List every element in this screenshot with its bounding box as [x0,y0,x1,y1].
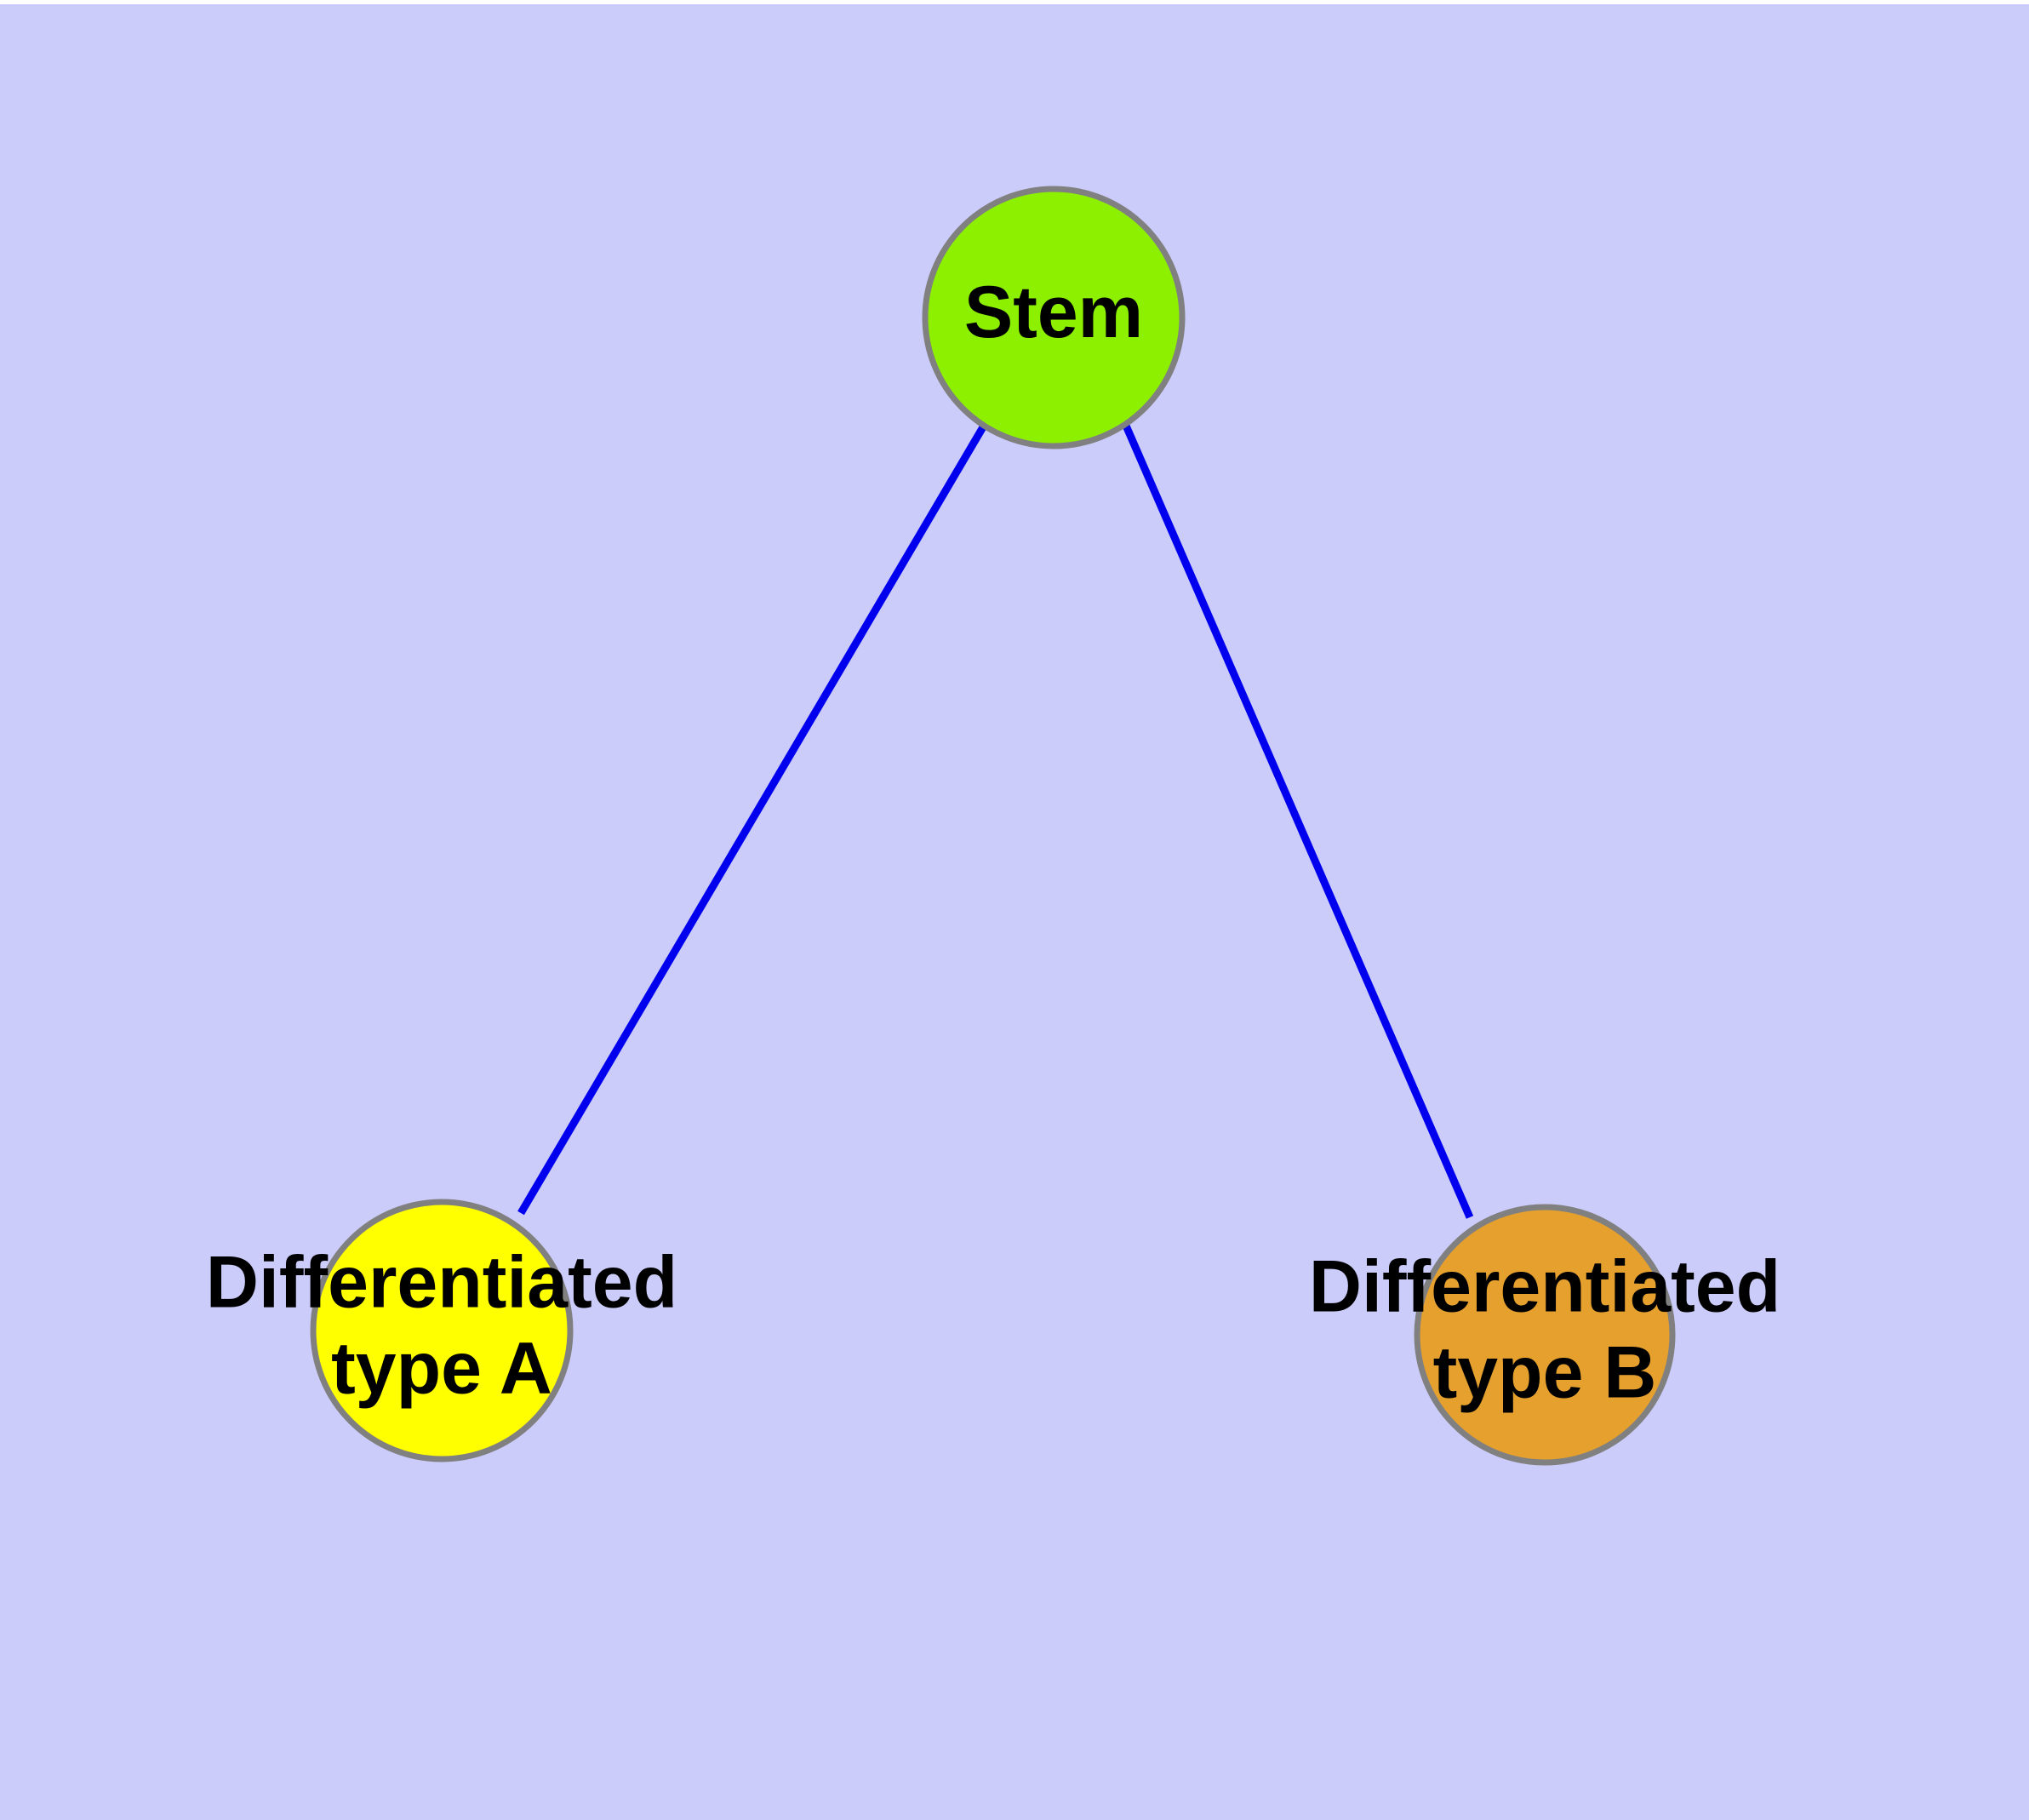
node-stem-label: Stem [964,272,1143,353]
node-label-line: Differentiated [1309,1245,1780,1327]
node-differentiated-type-b-circle[interactable] [1414,1204,1676,1466]
node-stem[interactable]: Stem [922,186,1186,449]
node-label-line: type A [331,1327,552,1409]
edge-stem-to-diff-a[interactable] [517,423,987,1216]
node-label-line: Stem [964,272,1143,353]
edge-layer [517,423,1474,1219]
node-label-line: Differentiated [206,1241,677,1323]
node-stem-circle[interactable] [922,186,1186,449]
edge-stem-to-diff-b[interactable] [1122,424,1474,1219]
node-differentiated-type-a-circle[interactable] [310,1199,574,1462]
node-label-line: type B [1433,1331,1657,1413]
